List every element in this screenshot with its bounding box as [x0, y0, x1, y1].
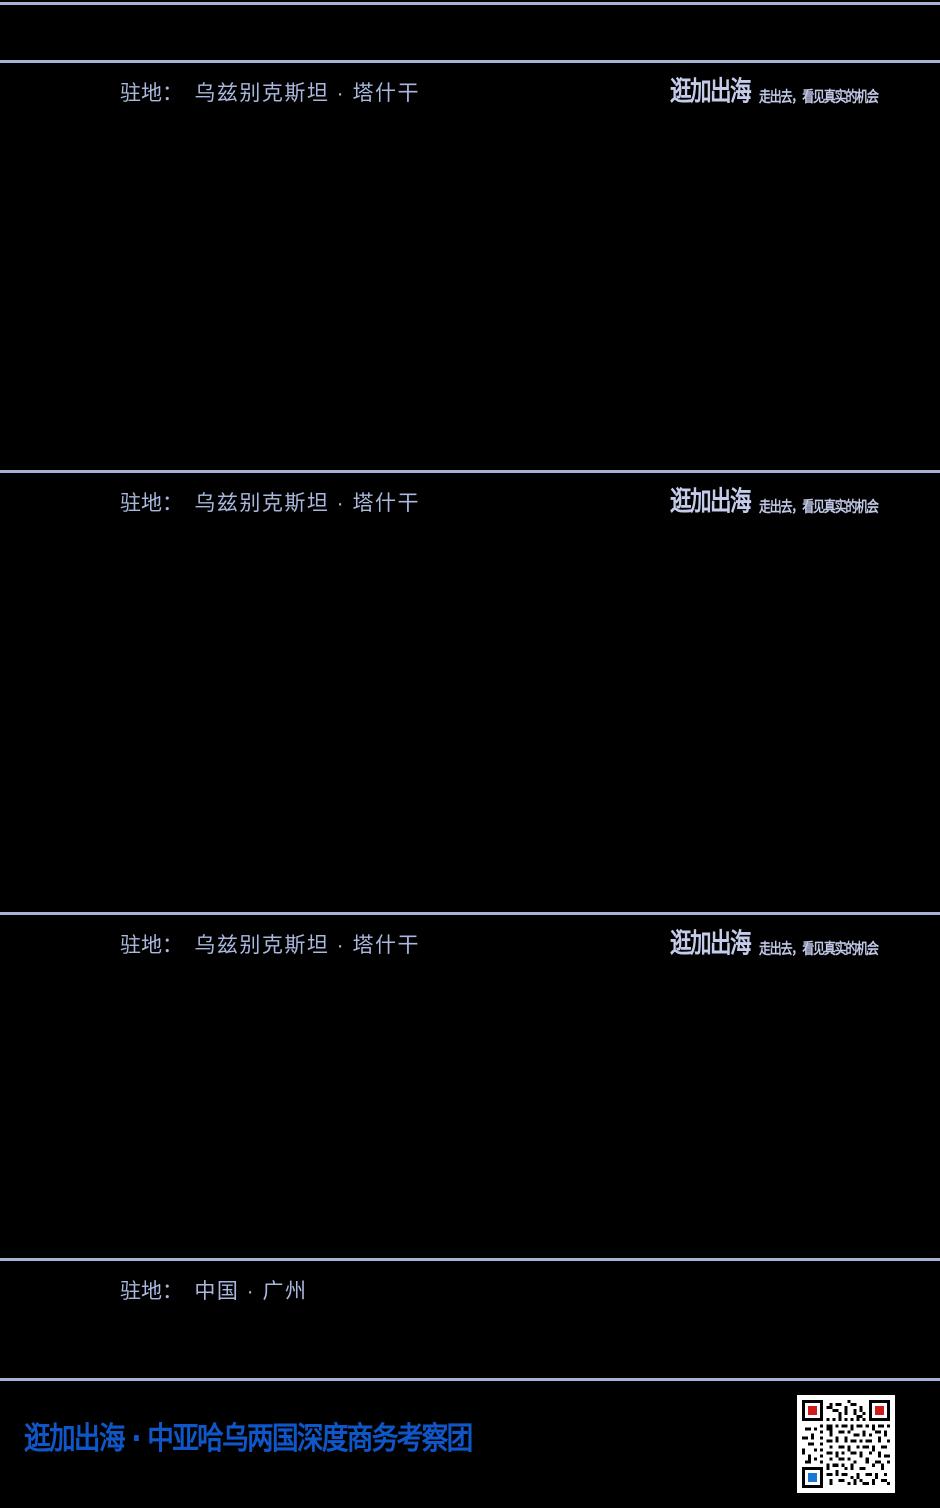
page-footer: 逛加出海 · 中亚哈乌两国深度商务考察团	[0, 1378, 940, 1508]
brand-mark-2: 逛加出海	[670, 486, 752, 518]
basecamp-label-2: 驻地：	[120, 492, 183, 515]
section-1-header: 驻地： 乌兹别克斯坦 · 塔什干 逛加出海 走出去，看见真实的机会	[0, 63, 940, 121]
basecamp-line-4: 驻地： 中国 · 广州	[120, 1275, 308, 1305]
brand-lockup-1: 逛加出海 走出去，看见真实的机会	[650, 79, 908, 106]
basecamp-value-1: 乌兹别克斯坦 · 塔什干	[194, 82, 421, 105]
section-4-header: 驻地： 中国 · 广州	[0, 1261, 940, 1319]
brand-tagline-1: 走出去，看见真实的机会	[759, 87, 879, 106]
basecamp-label-1: 驻地：	[120, 82, 183, 105]
basecamp-label-3: 驻地：	[120, 934, 183, 957]
divider-section-2	[0, 470, 940, 473]
brand-mark-1: 逛加出海	[670, 76, 752, 108]
brand-tagline-2: 走出去，看见真实的机会	[759, 497, 879, 516]
qr-code[interactable]	[797, 1395, 895, 1493]
brand-mark-3: 逛加出海	[670, 928, 752, 960]
section-3: 驻地： 乌兹别克斯坦 · 塔什干 逛加出海 走出去，看见真实的机会	[0, 915, 940, 973]
basecamp-line-2: 驻地： 乌兹别克斯坦 · 塔什干	[120, 487, 420, 517]
divider-section-4	[0, 1258, 940, 1261]
section-4: 驻地： 中国 · 广州	[0, 1261, 940, 1319]
basecamp-label-4: 驻地：	[120, 1280, 183, 1303]
divider-section-3	[0, 912, 940, 915]
section-2: 驻地： 乌兹别克斯坦 · 塔什干 逛加出海 走出去，看见真实的机会	[0, 473, 940, 531]
basecamp-value-3: 乌兹别克斯坦 · 塔什干	[194, 934, 421, 957]
footer-title: 逛加出海 · 中亚哈乌两国深度商务考察团	[24, 1421, 473, 1457]
brand-lockup-3: 逛加出海 走出去，看见真实的机会	[650, 931, 908, 958]
divider-footer	[0, 1378, 940, 1381]
divider-section-1	[0, 60, 940, 63]
basecamp-line-3: 驻地： 乌兹别克斯坦 · 塔什干	[120, 929, 420, 959]
section-1: 驻地： 乌兹别克斯坦 · 塔什干 逛加出海 走出去，看见真实的机会	[0, 63, 940, 121]
section-3-header: 驻地： 乌兹别克斯坦 · 塔什干 逛加出海 走出去，看见真实的机会	[0, 915, 940, 973]
divider-top	[0, 2, 940, 5]
brand-tagline-3: 走出去，看见真实的机会	[759, 939, 879, 958]
basecamp-line-1: 驻地： 乌兹别克斯坦 · 塔什干	[120, 77, 420, 107]
section-2-header: 驻地： 乌兹别克斯坦 · 塔什干 逛加出海 走出去，看见真实的机会	[0, 473, 940, 531]
brand-lockup-2: 逛加出海 走出去，看见真实的机会	[650, 489, 908, 516]
basecamp-value-2: 乌兹别克斯坦 · 塔什干	[194, 492, 421, 515]
basecamp-value-4: 中国 · 广州	[194, 1280, 308, 1303]
